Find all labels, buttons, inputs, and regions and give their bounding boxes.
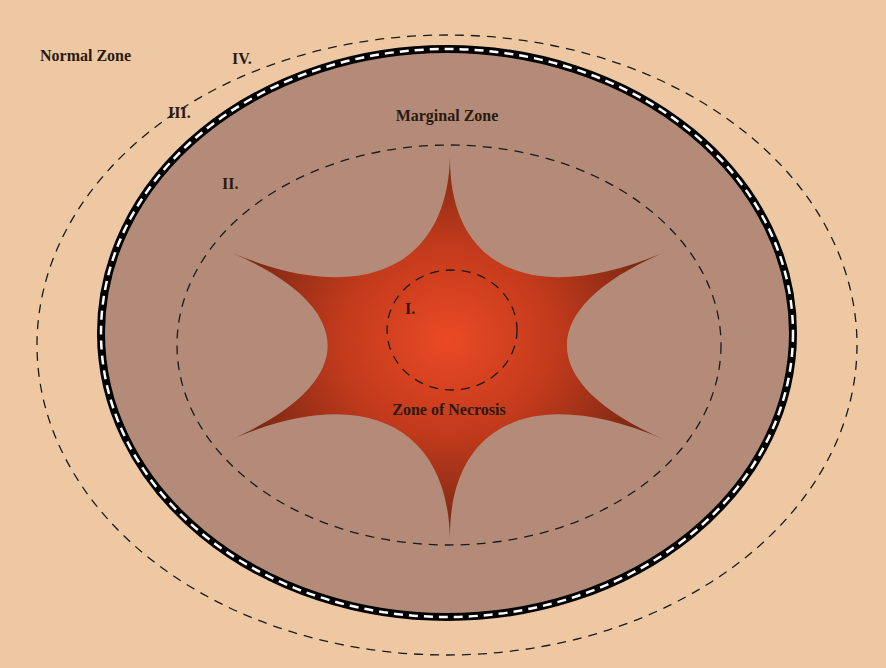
- zone-number: IV.: [232, 50, 252, 68]
- boundary-iv: [37, 35, 857, 655]
- zone-number: II.: [222, 175, 238, 193]
- zone-number: I.: [405, 300, 415, 318]
- necrosis-zone: Zone of Necrosis: [230, 155, 665, 540]
- necrosis-zone-outline: [230, 155, 665, 540]
- zone-number: III.: [168, 104, 191, 122]
- boundary-ii: [177, 145, 721, 545]
- marginal-zone: Marginal ZoneZone of Necrosis: [97, 45, 797, 621]
- zone-name: Zone of Necrosis: [392, 401, 505, 419]
- boundary-i: [387, 270, 517, 390]
- zone-name: Marginal Zone: [396, 107, 499, 125]
- zone-name: Normal Zone: [40, 47, 131, 65]
